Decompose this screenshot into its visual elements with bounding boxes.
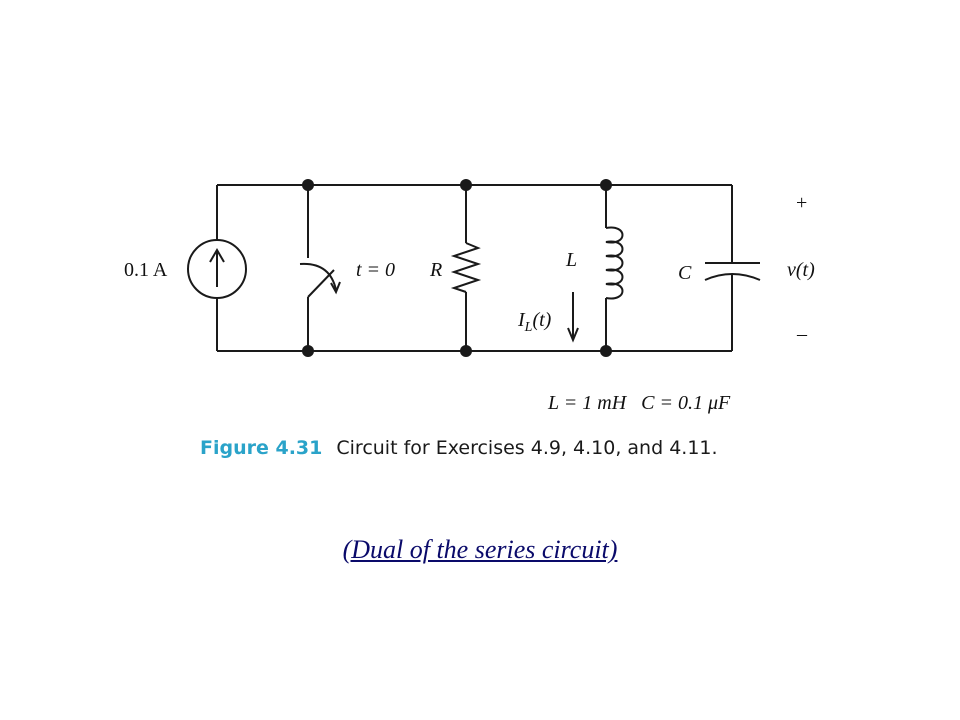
minus-sign: – [796,323,808,345]
voltage-label: v(t) [787,259,815,281]
plus-sign: + [796,192,807,214]
switch-label: t = 0 [356,259,395,281]
current-label-main: I [517,309,526,331]
node-dot [600,345,612,357]
node-dot [302,179,314,191]
current-label-suffix: (t) [532,309,551,331]
source-label: 0.1 A [124,259,168,281]
node-dot [460,179,472,191]
dual-note: (Dual of the series circuit) [342,535,618,564]
resistor-label: R [429,259,442,281]
resistor [450,242,482,293]
node-dot [600,179,612,191]
switch-motion-arc [299,262,337,291]
current-source [187,239,247,299]
current-label: IL(t) [517,309,552,335]
figure-caption: Figure 4.31 Circuit for Exercises 4.9, 4.… [200,437,718,459]
node-dot [460,345,472,357]
source-arrow-head [209,248,225,263]
capacitor-plate-bottom [704,273,761,281]
current-label-subscript: L [524,320,533,335]
inductor [605,226,624,300]
inductor-label: L [565,249,577,271]
current-arrow-head [567,327,579,343]
figure-caption-text: Circuit for Exercises 4.9, 4.10, and 4.1… [336,437,718,459]
node-dot [302,345,314,357]
capacitor-label: C [678,262,692,284]
switch-arrow-head [330,281,341,295]
component-values: L = 1 mH C = 0.1 μF [547,392,731,414]
figure-number: Figure 4.31 [200,437,323,459]
